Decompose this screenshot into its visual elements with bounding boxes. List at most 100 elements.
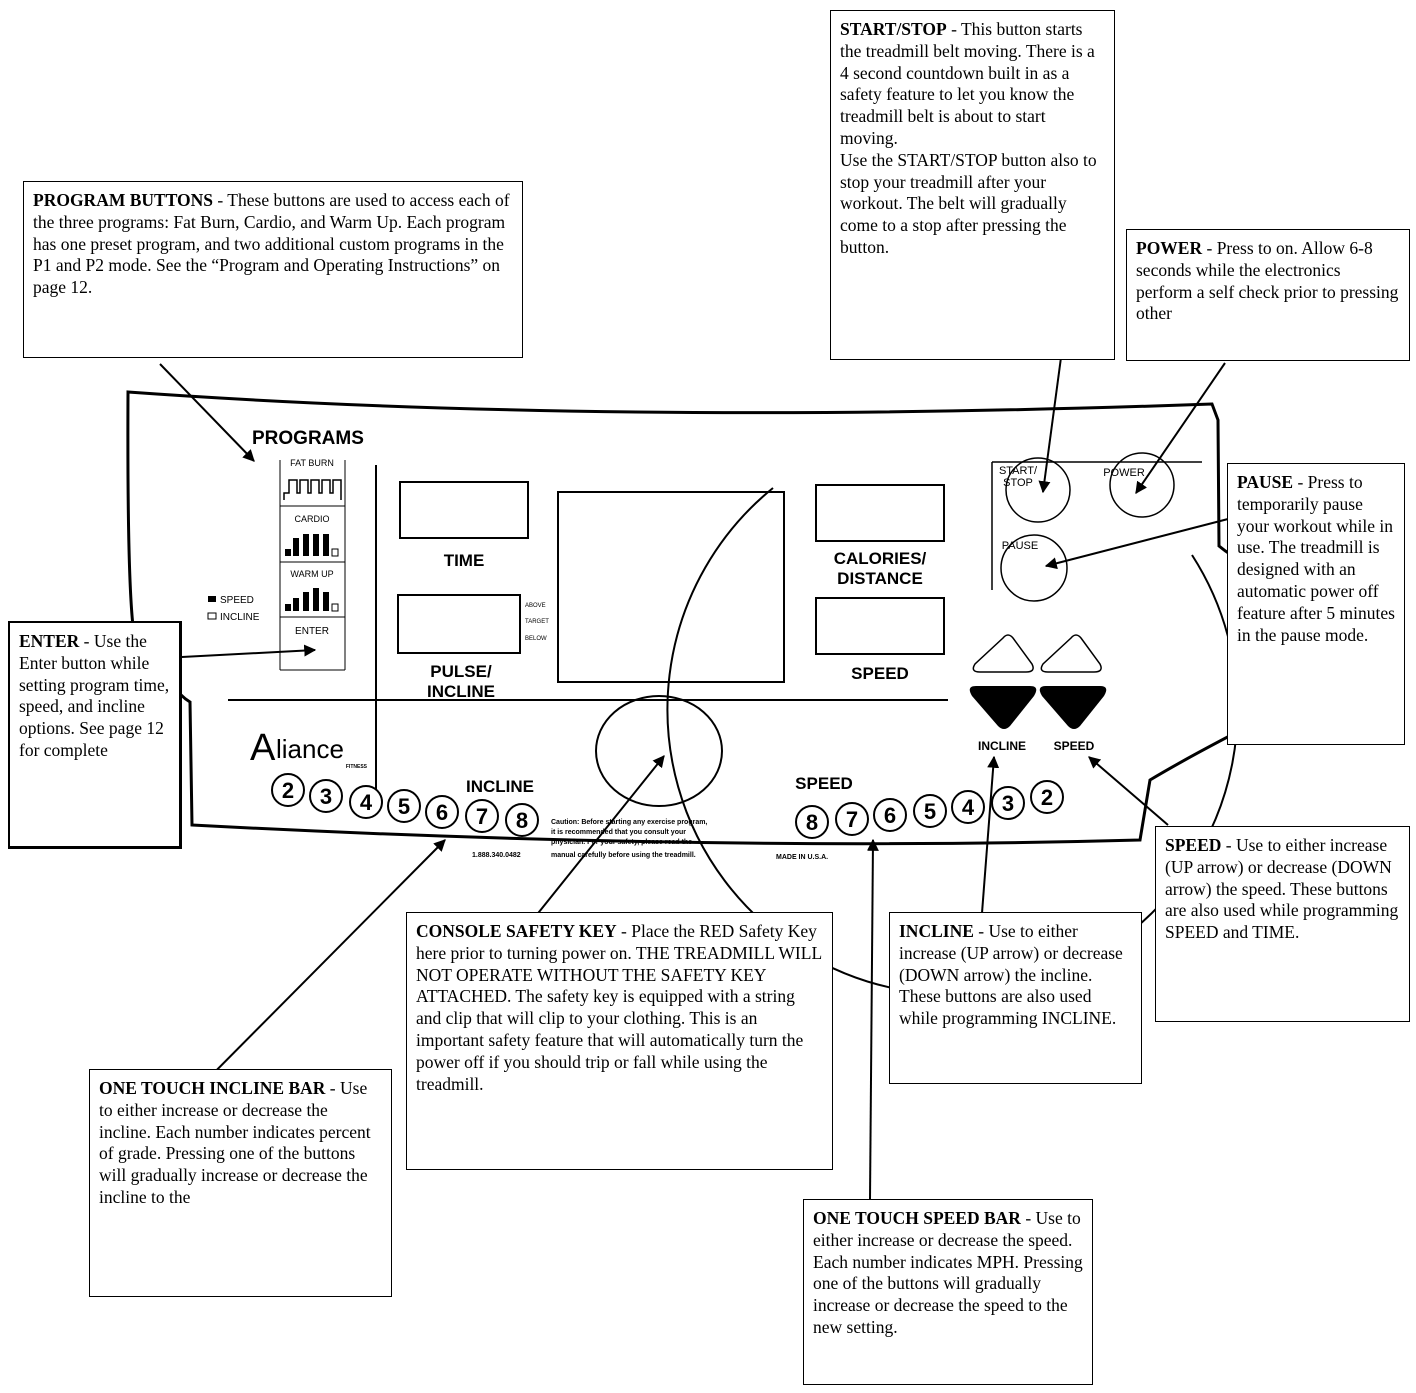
callout-title: ONE TOUCH INCLINE BAR	[99, 1078, 326, 1098]
incline-callout: INCLINE - Use to either increase (UP arr…	[889, 912, 1142, 1084]
power-leader-arrow	[1135, 362, 1226, 494]
incline-number-button-outline	[309, 779, 343, 813]
incline-number-button-number: 7	[476, 804, 488, 829]
speed-display	[815, 597, 945, 655]
speed-number-button-6[interactable]: 6	[873, 798, 907, 832]
warm-up-label: WARM UP	[290, 569, 333, 579]
speed-leader-arrow	[1088, 756, 1169, 826]
caution-line: physician. For your safety, please read …	[551, 839, 692, 846]
callout-title: SPEED	[1165, 835, 1222, 855]
cardio-profile-icon	[303, 534, 309, 556]
callout-text: Use the START/STOP button also to stop y…	[840, 149, 1097, 257]
start-stop-button[interactable]: START/ STOP	[999, 457, 1071, 523]
enter-button[interactable]: ENTER	[295, 626, 329, 637]
target-above-label: ABOVE	[525, 603, 546, 609]
incline-number-button-7[interactable]: 7	[465, 799, 499, 833]
power-button[interactable]: POWER	[1103, 452, 1175, 518]
incline-bar-leader-arrow	[186, 839, 446, 1101]
incline-number-button-5[interactable]: 5	[387, 789, 421, 823]
brand-logo-letter: A	[250, 727, 276, 769]
speed-bar-leader-arrow	[866, 838, 879, 1200]
pause-outline	[1000, 534, 1068, 602]
speed-number-button-8[interactable]: 8	[795, 805, 829, 839]
warm-up-button[interactable]: WARM UP	[285, 569, 339, 612]
phone-number: 1.888.340.0482	[472, 852, 521, 859]
time-display	[399, 481, 529, 539]
incline-number-button-outline	[425, 795, 459, 829]
pulse-incline-display	[397, 594, 521, 654]
incline-number-button-outline	[387, 789, 421, 823]
speed-number-button-5[interactable]: 5	[913, 794, 947, 828]
speed-number-button-4[interactable]: 4	[951, 790, 985, 824]
speed-callout: SPEED - Use to either increase (UP arrow…	[1155, 826, 1410, 1022]
speed-up-arrow-button[interactable]	[1040, 634, 1102, 673]
incline-legend-swatch	[207, 612, 217, 620]
pulse-label-line1: PULSE/	[430, 662, 492, 681]
fat-burn-label: FAT BURN	[290, 458, 334, 468]
callout-title: PROGRAM BUTTONS	[33, 190, 214, 210]
cardio-profile-icon	[331, 548, 339, 557]
target-target-label: TARGET	[525, 619, 549, 625]
alliance-fitness-logo: A liance FITNESS	[250, 727, 368, 770]
program-buttons-callout: PROGRAM BUTTONS - These buttons are used…	[23, 181, 523, 358]
fat-burn-profile-icon	[283, 479, 342, 500]
incline-number-button-8[interactable]: 8	[505, 803, 539, 837]
incline-bar-callout: ONE TOUCH INCLINE BAR - Use to either in…	[89, 1069, 392, 1297]
incline-number-button-6[interactable]: 6	[425, 795, 459, 829]
speed-number-button-number: 2	[1041, 785, 1053, 810]
callout-text: - Press to temporarily pause your workou…	[1237, 472, 1395, 645]
incline-number-button-number: 2	[282, 778, 294, 803]
safety-key-slot[interactable]	[595, 695, 723, 807]
speed-bar-callout: ONE TOUCH SPEED BAR - Use to either incr…	[803, 1199, 1093, 1385]
incline-number-button-2[interactable]: 2	[271, 773, 305, 807]
incline-arrow-label: INCLINE	[978, 739, 1026, 753]
speed-number-button-outline	[913, 794, 947, 828]
cardio-profile-icon	[323, 534, 329, 556]
callout-title: PAUSE	[1237, 472, 1294, 492]
calories-distance-display	[815, 484, 945, 542]
caution-line: it is recommended that you consult your	[551, 829, 686, 836]
speed-number-button-7[interactable]: 7	[835, 802, 869, 836]
speed-number-button-number: 7	[846, 807, 858, 832]
fat-burn-button[interactable]: FAT BURN	[283, 458, 342, 500]
incline-number-button-number: 5	[398, 794, 410, 819]
incline-number-button-outline	[505, 803, 539, 837]
speed-number-button-2[interactable]: 2	[1030, 780, 1064, 814]
brand-logo-sub: FITNESS	[346, 764, 368, 770]
incline-number-button-number: 3	[320, 784, 332, 809]
start-stop-outline	[1005, 457, 1071, 523]
incline-down-arrow-button[interactable]	[969, 686, 1037, 729]
speed-number-button-number: 4	[962, 795, 975, 820]
incline-leader-arrow	[981, 755, 1000, 914]
power-callout: POWER - Press to on. Allow 6-8 seconds w…	[1126, 229, 1410, 361]
incline-number-button-3[interactable]: 3	[309, 779, 343, 813]
cardio-profile-icon	[285, 549, 291, 556]
incline-number-button-number: 6	[436, 800, 448, 825]
speed-number-button-number: 5	[924, 799, 936, 824]
power-label: POWER	[1103, 467, 1145, 479]
made-in-label: MADE IN U.S.A.	[776, 854, 828, 861]
speed-number-button-3[interactable]: 3	[991, 786, 1025, 820]
callout-text: - Use to either increase (UP arrow) or d…	[1165, 835, 1399, 943]
speed-legend-swatch	[208, 596, 216, 602]
speed-down-arrow-button[interactable]	[1039, 686, 1107, 729]
pause-callout: PAUSE - Press to temporarily pause your …	[1227, 463, 1405, 745]
program-buttons-column	[279, 460, 346, 671]
warm-up-profile-icon	[331, 603, 339, 612]
enter-leader-arrow	[162, 644, 317, 659]
cardio-button[interactable]: CARDIO	[285, 514, 339, 557]
program-leader-arrow	[159, 363, 255, 462]
incline-up-arrow-button[interactable]	[972, 634, 1034, 673]
callout-title: CONSOLE SAFETY KEY	[416, 921, 617, 941]
callout-text: - Use to either increase (UP arrow) or d…	[899, 921, 1123, 1029]
time-label: TIME	[444, 551, 485, 570]
safety-key-callout: CONSOLE SAFETY KEY - Place the RED Safet…	[406, 912, 833, 1170]
speed-number-button-outline	[1030, 780, 1064, 814]
pause-button[interactable]: PAUSE	[1000, 534, 1068, 602]
start-label-line2: STOP	[1003, 477, 1033, 489]
calories-label-line2: DISTANCE	[837, 569, 923, 588]
warm-up-profile-icon	[313, 588, 319, 611]
incline-number-button-4[interactable]: 4	[349, 785, 383, 819]
